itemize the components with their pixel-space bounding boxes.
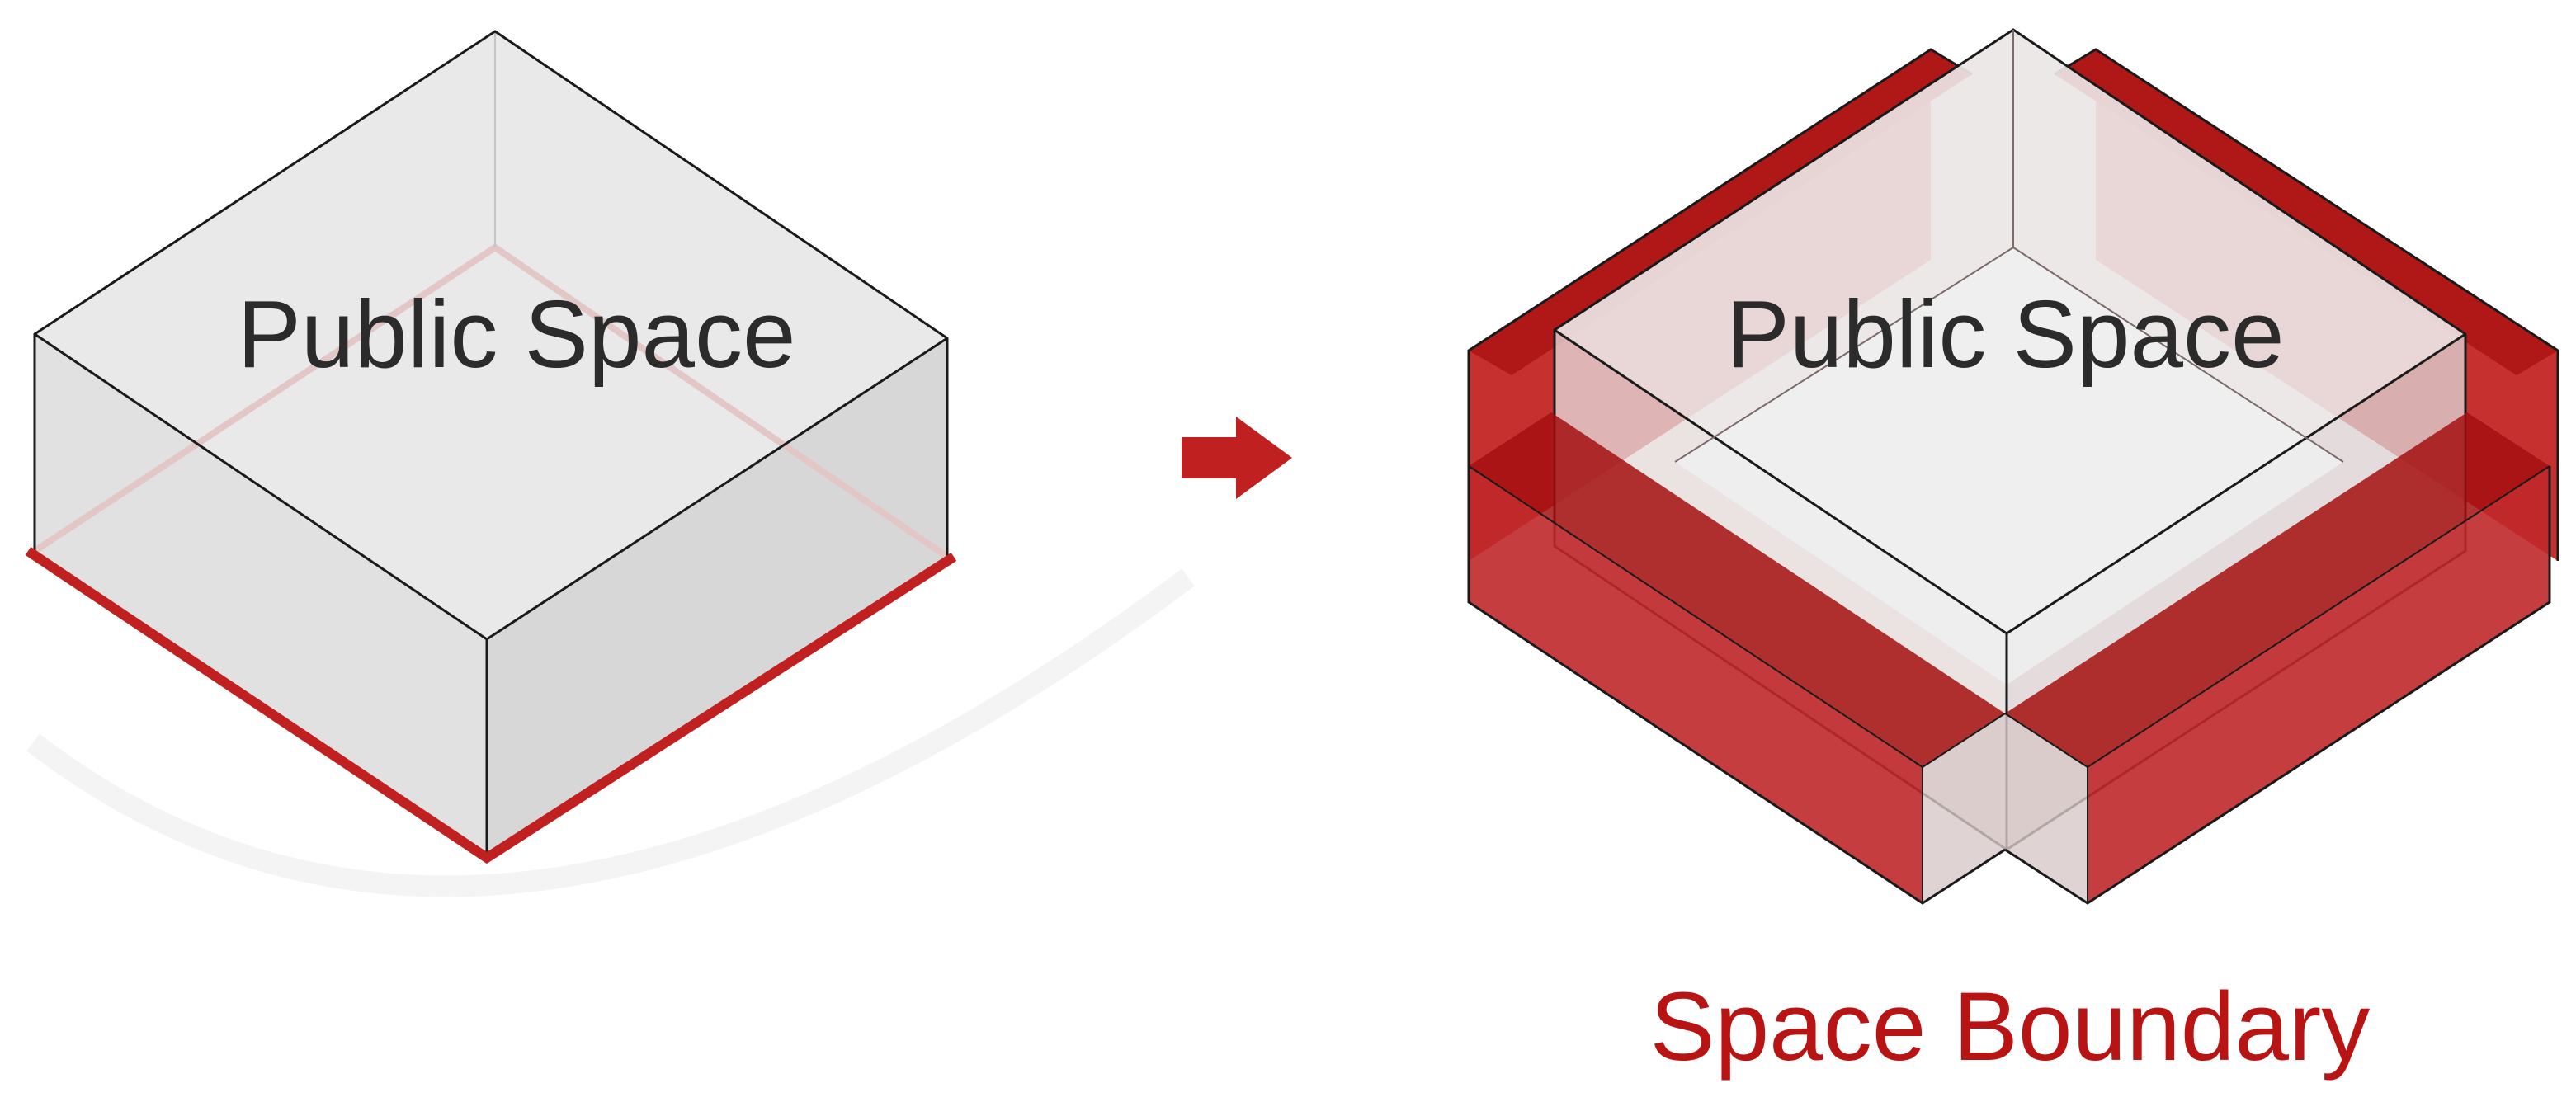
- right-box-inner-edges: [1674, 246, 2344, 463]
- front-left-wall-end: [1923, 713, 2005, 903]
- right-space-boundary-group: Public Space Space Boundary: [1467, 28, 2559, 1081]
- left-public-space-box: Public Space: [25, 30, 1195, 897]
- front-right-boundary-wall: [2088, 466, 2550, 903]
- space-boundary-caption: Space Boundary: [1650, 972, 2371, 1081]
- front-left-boundary-wall: [1469, 466, 1923, 903]
- left-shadow: [26, 568, 1195, 897]
- left-box-right-face: [487, 338, 947, 858]
- back-right-wall-top: [2055, 49, 2558, 375]
- left-box-left-face: [35, 334, 487, 858]
- back-walls-outline-right: [2054, 48, 2559, 561]
- front-right-wall-outline: [2004, 466, 2551, 905]
- left-public-space-label: Public Space: [237, 280, 795, 388]
- front-left-wall-top: [1469, 412, 2005, 767]
- left-red-base-line: [25, 547, 957, 864]
- front-left-wall-outline: [1467, 466, 2006, 905]
- front-right-wall-top: [2005, 412, 2550, 767]
- transition-arrow-icon: [1182, 417, 1292, 499]
- back-left-wall-top: [1469, 49, 1972, 375]
- right-public-space-label: Public Space: [1725, 280, 2284, 388]
- front-right-wall-end: [2005, 713, 2088, 903]
- back-walls-outline: [1467, 48, 1973, 561]
